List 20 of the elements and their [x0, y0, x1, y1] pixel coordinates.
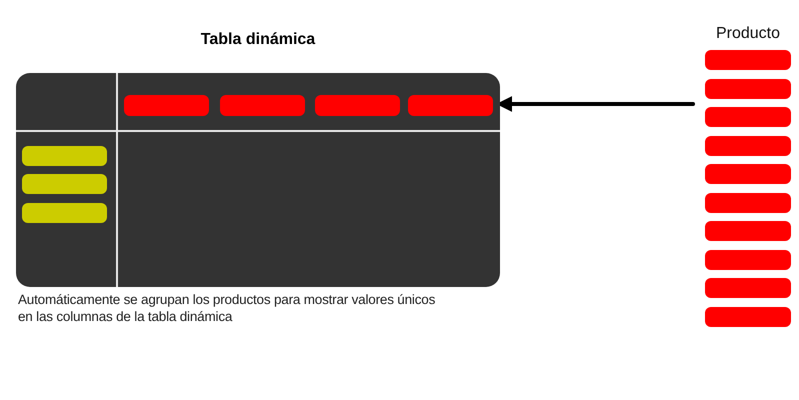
- bar: [315, 95, 400, 116]
- bar: [22, 203, 107, 223]
- bar: [705, 50, 791, 70]
- bar: [705, 107, 791, 127]
- bar: [705, 192, 791, 212]
- table-title: Tabla dinámica: [200, 30, 316, 50]
- bar: [705, 306, 791, 326]
- bar: [22, 174, 107, 194]
- bar: [705, 78, 791, 98]
- bar: [705, 164, 791, 184]
- bar: [705, 278, 791, 298]
- bar: [22, 146, 107, 166]
- bar: [705, 221, 791, 241]
- bar: [705, 250, 791, 270]
- caption: Automáticamente se agrupan los productos para mostrar valores únicos en las columnas de la tabla dinámica: [18, 291, 436, 325]
- bar: [705, 136, 791, 156]
- bar: [124, 95, 209, 116]
- column-heading: Producto: [714, 24, 782, 44]
- bar: [408, 95, 493, 116]
- bar: [220, 95, 305, 116]
